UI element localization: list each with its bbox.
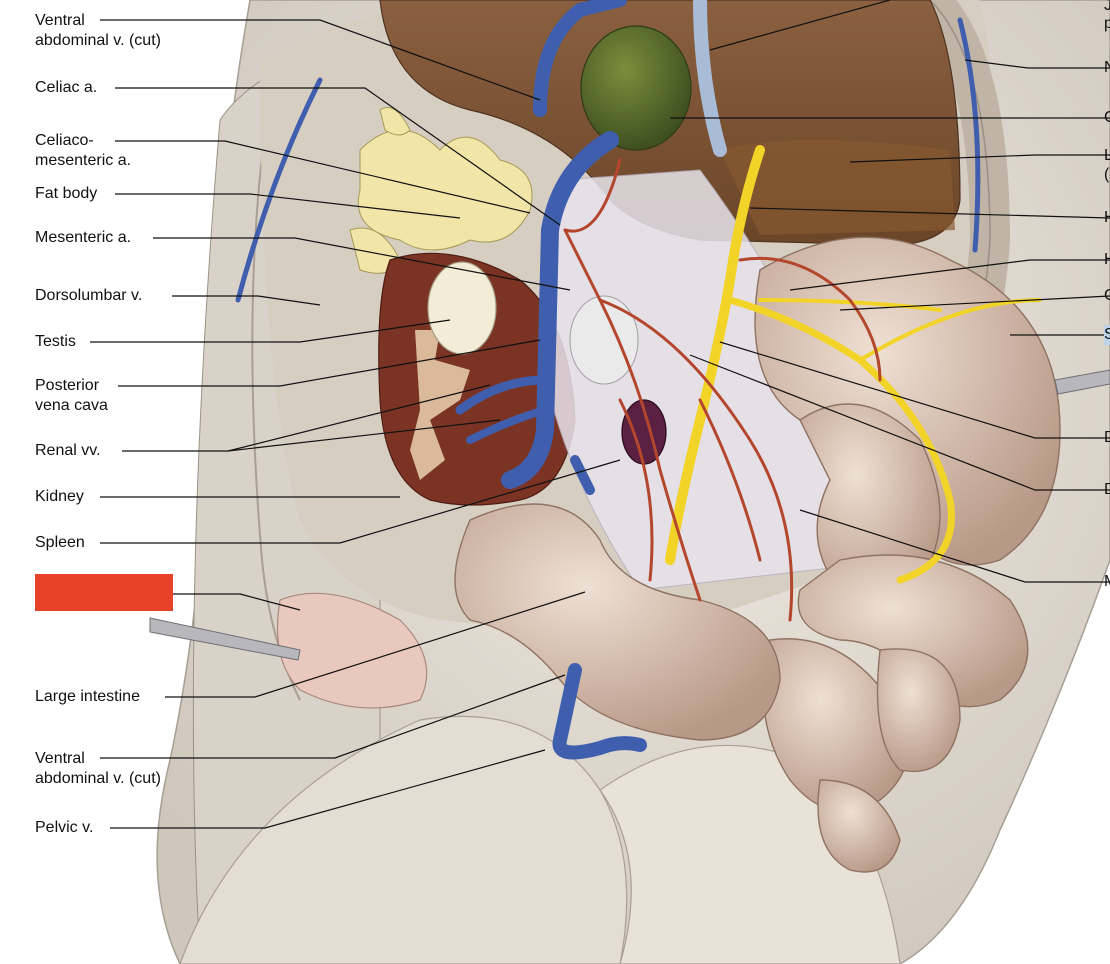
label-pelvic-v: Pelvic v. <box>35 819 94 836</box>
label-line-1: Ventral <box>35 750 85 767</box>
label-line-1: Ventral <box>35 12 85 29</box>
label-mesenteric-a: Mesenteric a. <box>35 229 132 246</box>
label-line-1: Celiaco- <box>35 132 94 149</box>
label-right-1: N <box>1104 59 1110 76</box>
label-testis: Testis <box>35 333 76 350</box>
label-right-5: H <box>1104 251 1110 268</box>
label-large-intestine: Large intestine <box>35 688 140 705</box>
label-right-7: S <box>1104 325 1110 345</box>
label-right-3b: ( <box>1104 166 1110 183</box>
label-right-10: M <box>1104 572 1110 592</box>
label-celiacomesenteric-a: Celiaco- mesenteric a. <box>35 131 131 171</box>
label-dorsolumbar-v: Dorsolumbar v. <box>35 287 143 304</box>
label-renal-vv: Renal vv. <box>35 442 101 459</box>
label-line-2: vena cava <box>35 397 108 414</box>
label-line-2: mesenteric a. <box>35 152 132 169</box>
gall-bladder <box>580 25 692 151</box>
forceps-left <box>149 617 301 661</box>
label-right-top-a: J <box>1104 0 1110 14</box>
redacted-label-box <box>35 574 173 611</box>
label-right-4: H <box>1104 209 1110 226</box>
label-kidney: Kidney <box>35 488 84 505</box>
label-line-1: Posterior <box>35 377 100 394</box>
label-celiac-a: Celiac a. <box>35 79 98 96</box>
label-right-9: D <box>1104 481 1110 498</box>
label-right-6: G <box>1104 286 1110 306</box>
label-ventral-abdominal-v-upper: Ventral abdominal v. (cut) <box>35 11 161 51</box>
forceps-right <box>1054 369 1110 395</box>
label-line-2: abdominal v. (cut) <box>35 770 161 787</box>
large-intestine <box>454 503 781 741</box>
label-ventral-abdominal-v-lower: Ventral abdominal v. (cut) <box>35 749 161 789</box>
label-fat-body: Fat body <box>35 185 98 202</box>
arteries <box>563 158 882 622</box>
label-line-2: abdominal v. (cut) <box>35 32 161 49</box>
label-right-top-b: p <box>1104 15 1110 32</box>
veins <box>235 0 981 760</box>
fat-body <box>349 107 533 274</box>
label-posterior-vena-cava: Posterior vena cava <box>35 376 108 416</box>
label-right-2: G <box>1104 108 1110 128</box>
label-right-3a: L <box>1104 147 1110 164</box>
label-right-8: D <box>1104 429 1110 446</box>
small-intestine <box>754 236 1061 873</box>
label-spleen: Spleen <box>35 534 85 551</box>
